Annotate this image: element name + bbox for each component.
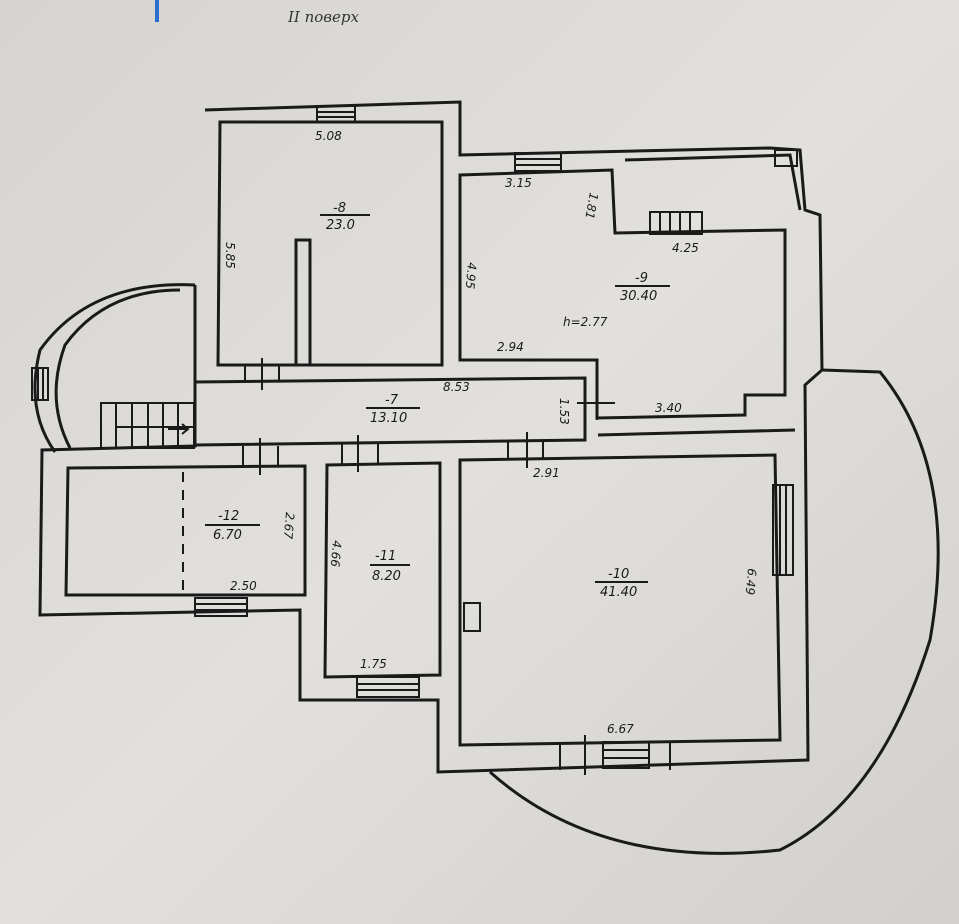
plan-text: 5.85 [223,242,237,269]
dimension-labels: 5.08 5.85 3.15 1.81 4.95 4.25 h=2.77 2.9… [223,129,759,736]
plan-line [772,484,794,576]
plan-line [194,597,248,617]
plan-text: 13.10 [370,411,407,426]
plan-text: 3.40 [655,401,682,415]
plan-text: 4.25 [672,241,699,255]
plan-line [38,100,824,774]
plan-line [194,597,248,617]
blue-mark [155,0,159,22]
plan-line [168,423,190,435]
plan-line [772,484,794,576]
room-9-label: -9 30.40 [615,271,670,304]
plan-line [602,741,650,769]
windows [31,105,794,769]
plan-text: 2.91 [533,466,560,480]
room-10-label: -10 41.40 [595,567,648,600]
plan-line [323,461,442,679]
plan-text: 2.67 [281,512,297,540]
plan-line [356,676,420,698]
plan-line [294,238,312,367]
plan-line [774,149,798,167]
plan-text: 3.15 [505,176,532,190]
plan-text: 4.95 [463,262,479,290]
plan-text: -8 [333,201,346,216]
plan-line [577,385,615,420]
plan-line [602,741,650,769]
plan-text: 41.40 [600,585,637,600]
plan-line [559,735,671,775]
plan-line [649,211,703,235]
plan-line [624,153,802,211]
plan-text: -9 [635,271,648,286]
plan-text: 1.75 [360,657,387,671]
plan-text: 6.67 [607,722,634,736]
plan-line [458,168,787,420]
plan-text: 1.53 [557,398,571,425]
doors [242,358,671,775]
plan-line [489,368,940,855]
staircase [100,149,798,449]
plan-text: -12 [218,509,239,524]
plan-text: 4.66 [328,540,344,568]
plan-text: 1.81 [582,191,600,220]
plan-text: 5.08 [315,129,342,143]
plan-line [33,283,196,453]
plan-text: 23.0 [326,218,355,233]
plan-line [64,464,307,597]
plan-line [341,435,379,472]
plan-line [659,212,691,234]
plan-text: 2.94 [497,340,524,354]
plan-text: -10 [608,567,629,582]
plan-line [514,152,562,172]
plan-line [316,105,356,123]
plan-text: h=2.77 [563,315,608,329]
plan-text: 30.40 [620,289,657,304]
plan-text: 2.50 [230,579,257,593]
interior-walls [64,120,802,747]
plan-text: 6.70 [213,528,242,543]
plan-line [31,367,49,401]
plan-line [242,438,279,475]
plan-line [54,288,181,449]
plan-line [115,403,194,448]
room-labels: -8 23.0 -9 30.40 -7 13.10 -12 6.70 -11 8.20 -… [205,201,670,600]
plan-line [216,120,444,367]
room-7-label: -7 13.10 [366,393,420,426]
floor-label: II поверх [287,8,360,26]
plan-text: 8.53 [443,380,470,394]
room-12-label: -12 6.70 [205,509,260,543]
plan-line [356,676,420,698]
plan-text: 8.20 [372,569,401,584]
outer-walls [33,100,940,855]
plan-line [507,432,544,468]
room-8-label: -8 23.0 [320,201,370,233]
plan-text: -7 [385,393,399,408]
plan-line [244,358,280,390]
plan-line [194,376,587,447]
plan-line [458,453,782,747]
room-11-label: -11 8.20 [370,549,410,584]
plan-line [514,152,562,172]
plan-text: -11 [375,549,396,564]
plan-line [316,105,356,123]
plan-text: 6.49 [743,568,759,596]
plan-line [463,602,481,632]
plan-line [597,428,796,437]
plan-line [31,367,49,401]
